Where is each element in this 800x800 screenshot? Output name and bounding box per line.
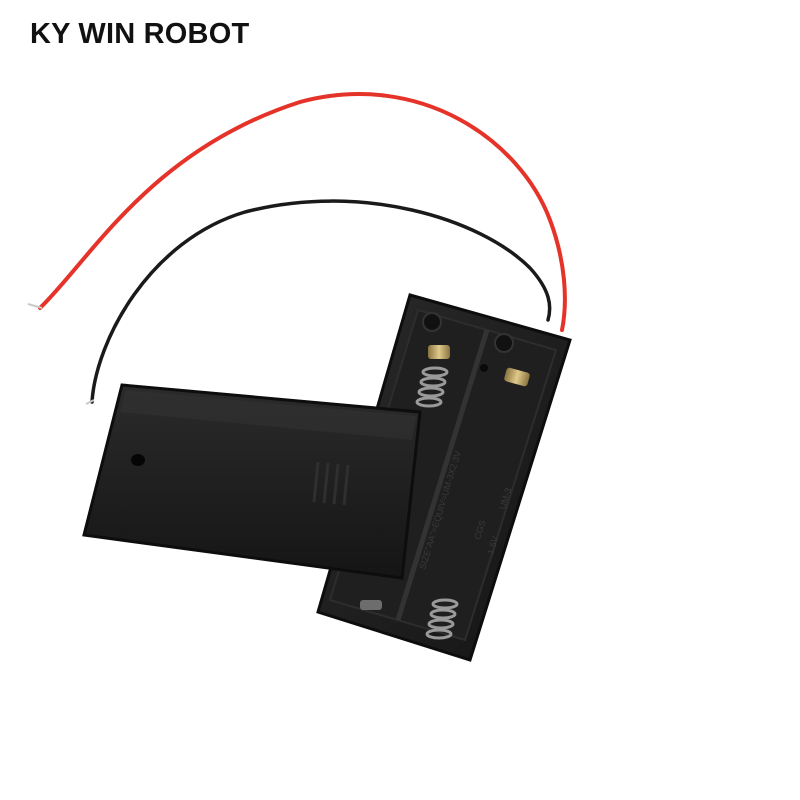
spring <box>415 366 449 408</box>
red-wire-tip <box>27 303 43 309</box>
mount-hole <box>422 312 442 332</box>
battery-contact <box>360 600 382 610</box>
spring <box>425 598 459 640</box>
switch-ridges <box>312 461 350 506</box>
mount-hole <box>494 333 514 353</box>
red-wire <box>38 92 567 332</box>
brand-logo-text: KY WIN ROBOT <box>30 18 250 50</box>
battery-contact <box>428 345 450 359</box>
battery-contact <box>504 367 530 387</box>
black-wire <box>90 199 552 404</box>
switch-hole <box>131 454 145 466</box>
battery-lid <box>82 383 422 580</box>
black-wire-tip <box>85 399 95 405</box>
